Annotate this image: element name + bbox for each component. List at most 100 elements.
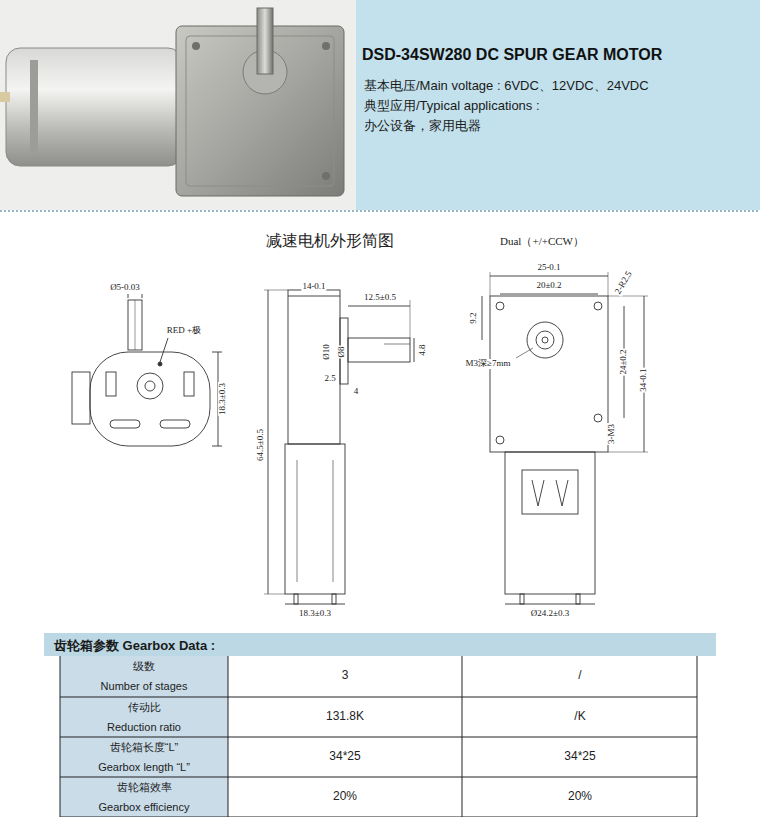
dimension: Ø24.2±0.3 <box>530 609 570 619</box>
table-cell: Gearbox efficiency <box>98 801 191 813</box>
motor-rib <box>30 60 38 154</box>
polarity-dot <box>158 362 162 366</box>
mount-hole <box>496 302 504 310</box>
motor-rib <box>333 460 334 582</box>
dimension: 4.8 <box>418 343 428 356</box>
dimension-tick <box>212 446 222 447</box>
table-cell: 20% <box>567 790 593 803</box>
mount-hole <box>322 172 330 180</box>
extension-line <box>264 594 285 595</box>
gearbox-outline <box>490 296 608 452</box>
motor-photo <box>0 0 356 210</box>
table-rule <box>462 655 463 817</box>
dimension: 34-0.1 <box>639 367 649 392</box>
dimension-tick <box>212 352 222 353</box>
drawing-title: 减速电机外形简图 <box>265 232 395 250</box>
front-view <box>482 272 648 604</box>
spec-panel: 基本电压/Main voltage : 6VDC、12VDC、24VDC典型应用… <box>356 0 760 210</box>
extension-line <box>608 452 648 453</box>
terminal-pin <box>332 594 336 604</box>
dimension: Ø8 <box>337 346 347 359</box>
mount-hole <box>192 42 200 50</box>
gearbox-outline <box>288 290 340 444</box>
dimension: 2-R2.5 <box>613 269 635 297</box>
separator-line <box>0 210 760 212</box>
dimension-line <box>482 296 483 340</box>
table-cell: Number of stages <box>100 680 189 692</box>
vent-slot <box>160 420 190 428</box>
datasheet-title: DSD-34SW280 DC SPUR GEAR MOTOR <box>362 46 662 64</box>
table-border <box>60 655 697 817</box>
dimension: 14-0.1 <box>301 282 326 292</box>
extension-line <box>264 290 288 291</box>
extension-line <box>128 294 129 298</box>
thread-note: M3深≥7mm <box>465 359 512 369</box>
shaft-outline <box>536 331 554 349</box>
output-shaft <box>257 8 273 74</box>
table-cell: 34*25 <box>563 750 596 763</box>
table-cell: 131.8K <box>325 710 365 723</box>
motor-outline <box>285 444 345 594</box>
motor-end-outline <box>90 352 210 446</box>
motor-rib <box>297 460 298 582</box>
dimension-line <box>505 604 595 605</box>
bearing-core <box>145 381 155 391</box>
table-cell: Gearbox length “L” <box>97 761 191 773</box>
table-header-column <box>60 655 228 817</box>
dimension: 64.5±0.5 <box>256 428 266 462</box>
voltage-spec: 基本电压/Main voltage : 6VDC、12VDC、24VDC <box>364 76 760 96</box>
motor-terminal <box>0 92 10 102</box>
rotation-note: Dual（+/+CCW） <box>499 235 585 247</box>
table-lines <box>60 655 697 817</box>
table-rule <box>228 655 229 817</box>
table-rule <box>60 777 697 778</box>
table-band: 齿轮箱参数 Gearbox Data : <box>44 633 716 656</box>
dimension: 18.3±0.3 <box>298 609 332 619</box>
shaft-hole <box>542 337 548 343</box>
table-cell: 3 <box>341 669 350 682</box>
extension-line <box>410 300 411 338</box>
extension-line <box>608 296 648 297</box>
application-list: 办公设备，家用电器 <box>364 116 760 136</box>
table-heading: 齿轮箱参数 Gearbox Data : <box>54 636 716 656</box>
table-cell: 34*25 <box>328 750 361 763</box>
table-cell: /K <box>573 710 586 723</box>
shaft-outline <box>128 300 142 350</box>
application-heading: 典型应用/Typical applications : <box>364 96 760 116</box>
shaft-flat <box>135 300 136 350</box>
extension-line <box>142 294 143 298</box>
table-cell: / <box>577 669 582 682</box>
dimension-line <box>348 306 410 307</box>
mount-hole <box>594 414 602 422</box>
motor-outline <box>505 452 595 594</box>
terminal-pin <box>576 594 580 604</box>
shaft-flat <box>384 344 410 345</box>
terminal-pin <box>520 594 524 604</box>
shaft-boss <box>527 322 563 358</box>
shaft-outline <box>348 338 410 362</box>
dimension-line <box>285 604 345 605</box>
table-cell: 级数 <box>132 660 156 672</box>
table-rule <box>60 697 697 698</box>
mount-hole <box>594 302 602 310</box>
side-view <box>264 290 414 604</box>
dimension: 25-0.1 <box>536 263 561 273</box>
dimension: 4 <box>353 387 360 397</box>
dimension: 12.5±0.5 <box>363 293 397 303</box>
gearbox-table <box>44 633 710 817</box>
dimension: 18.3±0.3 <box>218 382 228 416</box>
mount-hole <box>496 436 504 444</box>
brush-slot <box>106 372 116 396</box>
table-cell: Reduction ratio <box>106 721 182 733</box>
dimension: Ø10 <box>322 343 332 361</box>
bearing-ring <box>137 373 163 399</box>
end-view <box>72 294 222 446</box>
table-cell: 齿轮箱长度“L” <box>109 741 179 753</box>
terminal-pin <box>294 594 298 604</box>
motor-can <box>6 48 182 166</box>
leader-line <box>516 348 533 358</box>
dimension: 20±0.2 <box>535 281 562 291</box>
terminal-tab <box>72 372 90 424</box>
dimension-line <box>500 294 598 295</box>
